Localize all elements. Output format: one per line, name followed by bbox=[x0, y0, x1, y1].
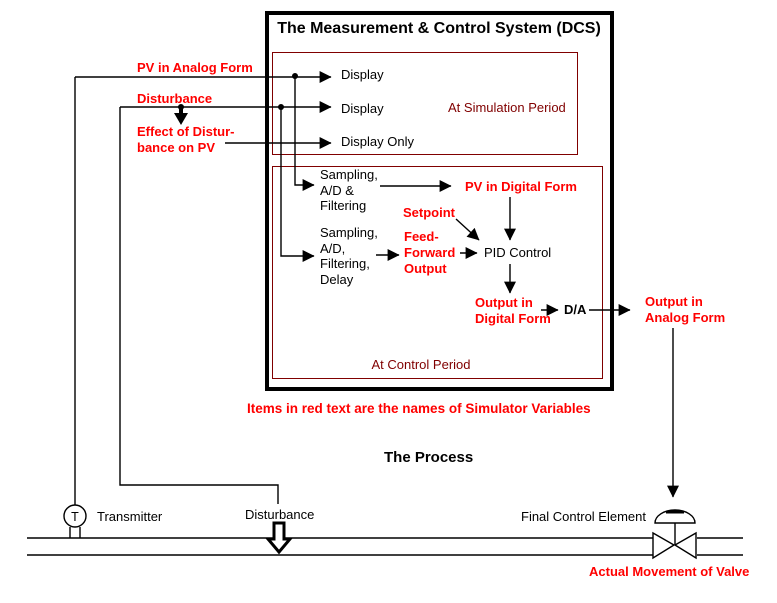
pv-analog-form-label: PV in Analog Form bbox=[137, 60, 253, 75]
transmitter-symbol-letter: T bbox=[71, 510, 79, 524]
disturbance-input-label: Disturbance bbox=[137, 91, 213, 106]
valve-body-right bbox=[673, 531, 697, 560]
setpoint-label: Setpoint bbox=[403, 205, 455, 220]
simulation-period-label: At Simulation Period bbox=[448, 100, 566, 115]
display-only-row: Display Only bbox=[341, 134, 414, 149]
actual-movement-of-valve-label: Actual Movement of Valve bbox=[589, 564, 750, 579]
process-title: The Process bbox=[384, 449, 474, 466]
control-period-label: At Control Period bbox=[371, 357, 471, 372]
final-control-element-label: Final Control Element bbox=[521, 509, 646, 524]
disturbance-drop-line bbox=[119, 107, 279, 504]
transmitter-legs bbox=[69, 527, 81, 538]
pid-control-label: PID Control bbox=[484, 245, 552, 260]
effect-of-disturbance-label: Effect of Distur- bance on PV bbox=[137, 124, 235, 155]
pv-digital-form-label: PV in Digital Form bbox=[465, 179, 577, 194]
valve-actuator-dome bbox=[654, 509, 696, 524]
simulator-variables-note: Items in red text are the names of Simul… bbox=[247, 401, 591, 416]
pipe bbox=[27, 537, 743, 556]
valve-body-left bbox=[652, 531, 676, 560]
display-row-1: Display bbox=[341, 67, 384, 82]
dcs-title: The Measurement & Control System (DCS) bbox=[277, 20, 601, 37]
disturbance-process-label: Disturbance bbox=[245, 507, 315, 522]
sampling-ad-filtering-block: Sampling, A/D & Filtering bbox=[320, 167, 378, 213]
feed-forward-output-label: Feed- Forward Output bbox=[404, 229, 456, 276]
display-row-2: Display bbox=[341, 101, 384, 116]
transmitter-icon: T bbox=[63, 504, 87, 538]
simulation-period-box bbox=[272, 52, 578, 155]
disturbance-block-arrow-icon bbox=[264, 521, 294, 555]
output-analog-form-label: Output in Analog Form bbox=[645, 294, 726, 325]
sampling-ad-filtering-delay-block: Sampling, A/D, Filtering, Delay bbox=[320, 225, 378, 287]
transmitter-label: Transmitter bbox=[97, 509, 163, 524]
valve-icon bbox=[652, 509, 697, 560]
da-converter-label: D/A bbox=[564, 302, 587, 317]
output-digital-form-label: Output in Digital Form bbox=[475, 295, 551, 326]
transmitter-circle bbox=[63, 504, 87, 528]
